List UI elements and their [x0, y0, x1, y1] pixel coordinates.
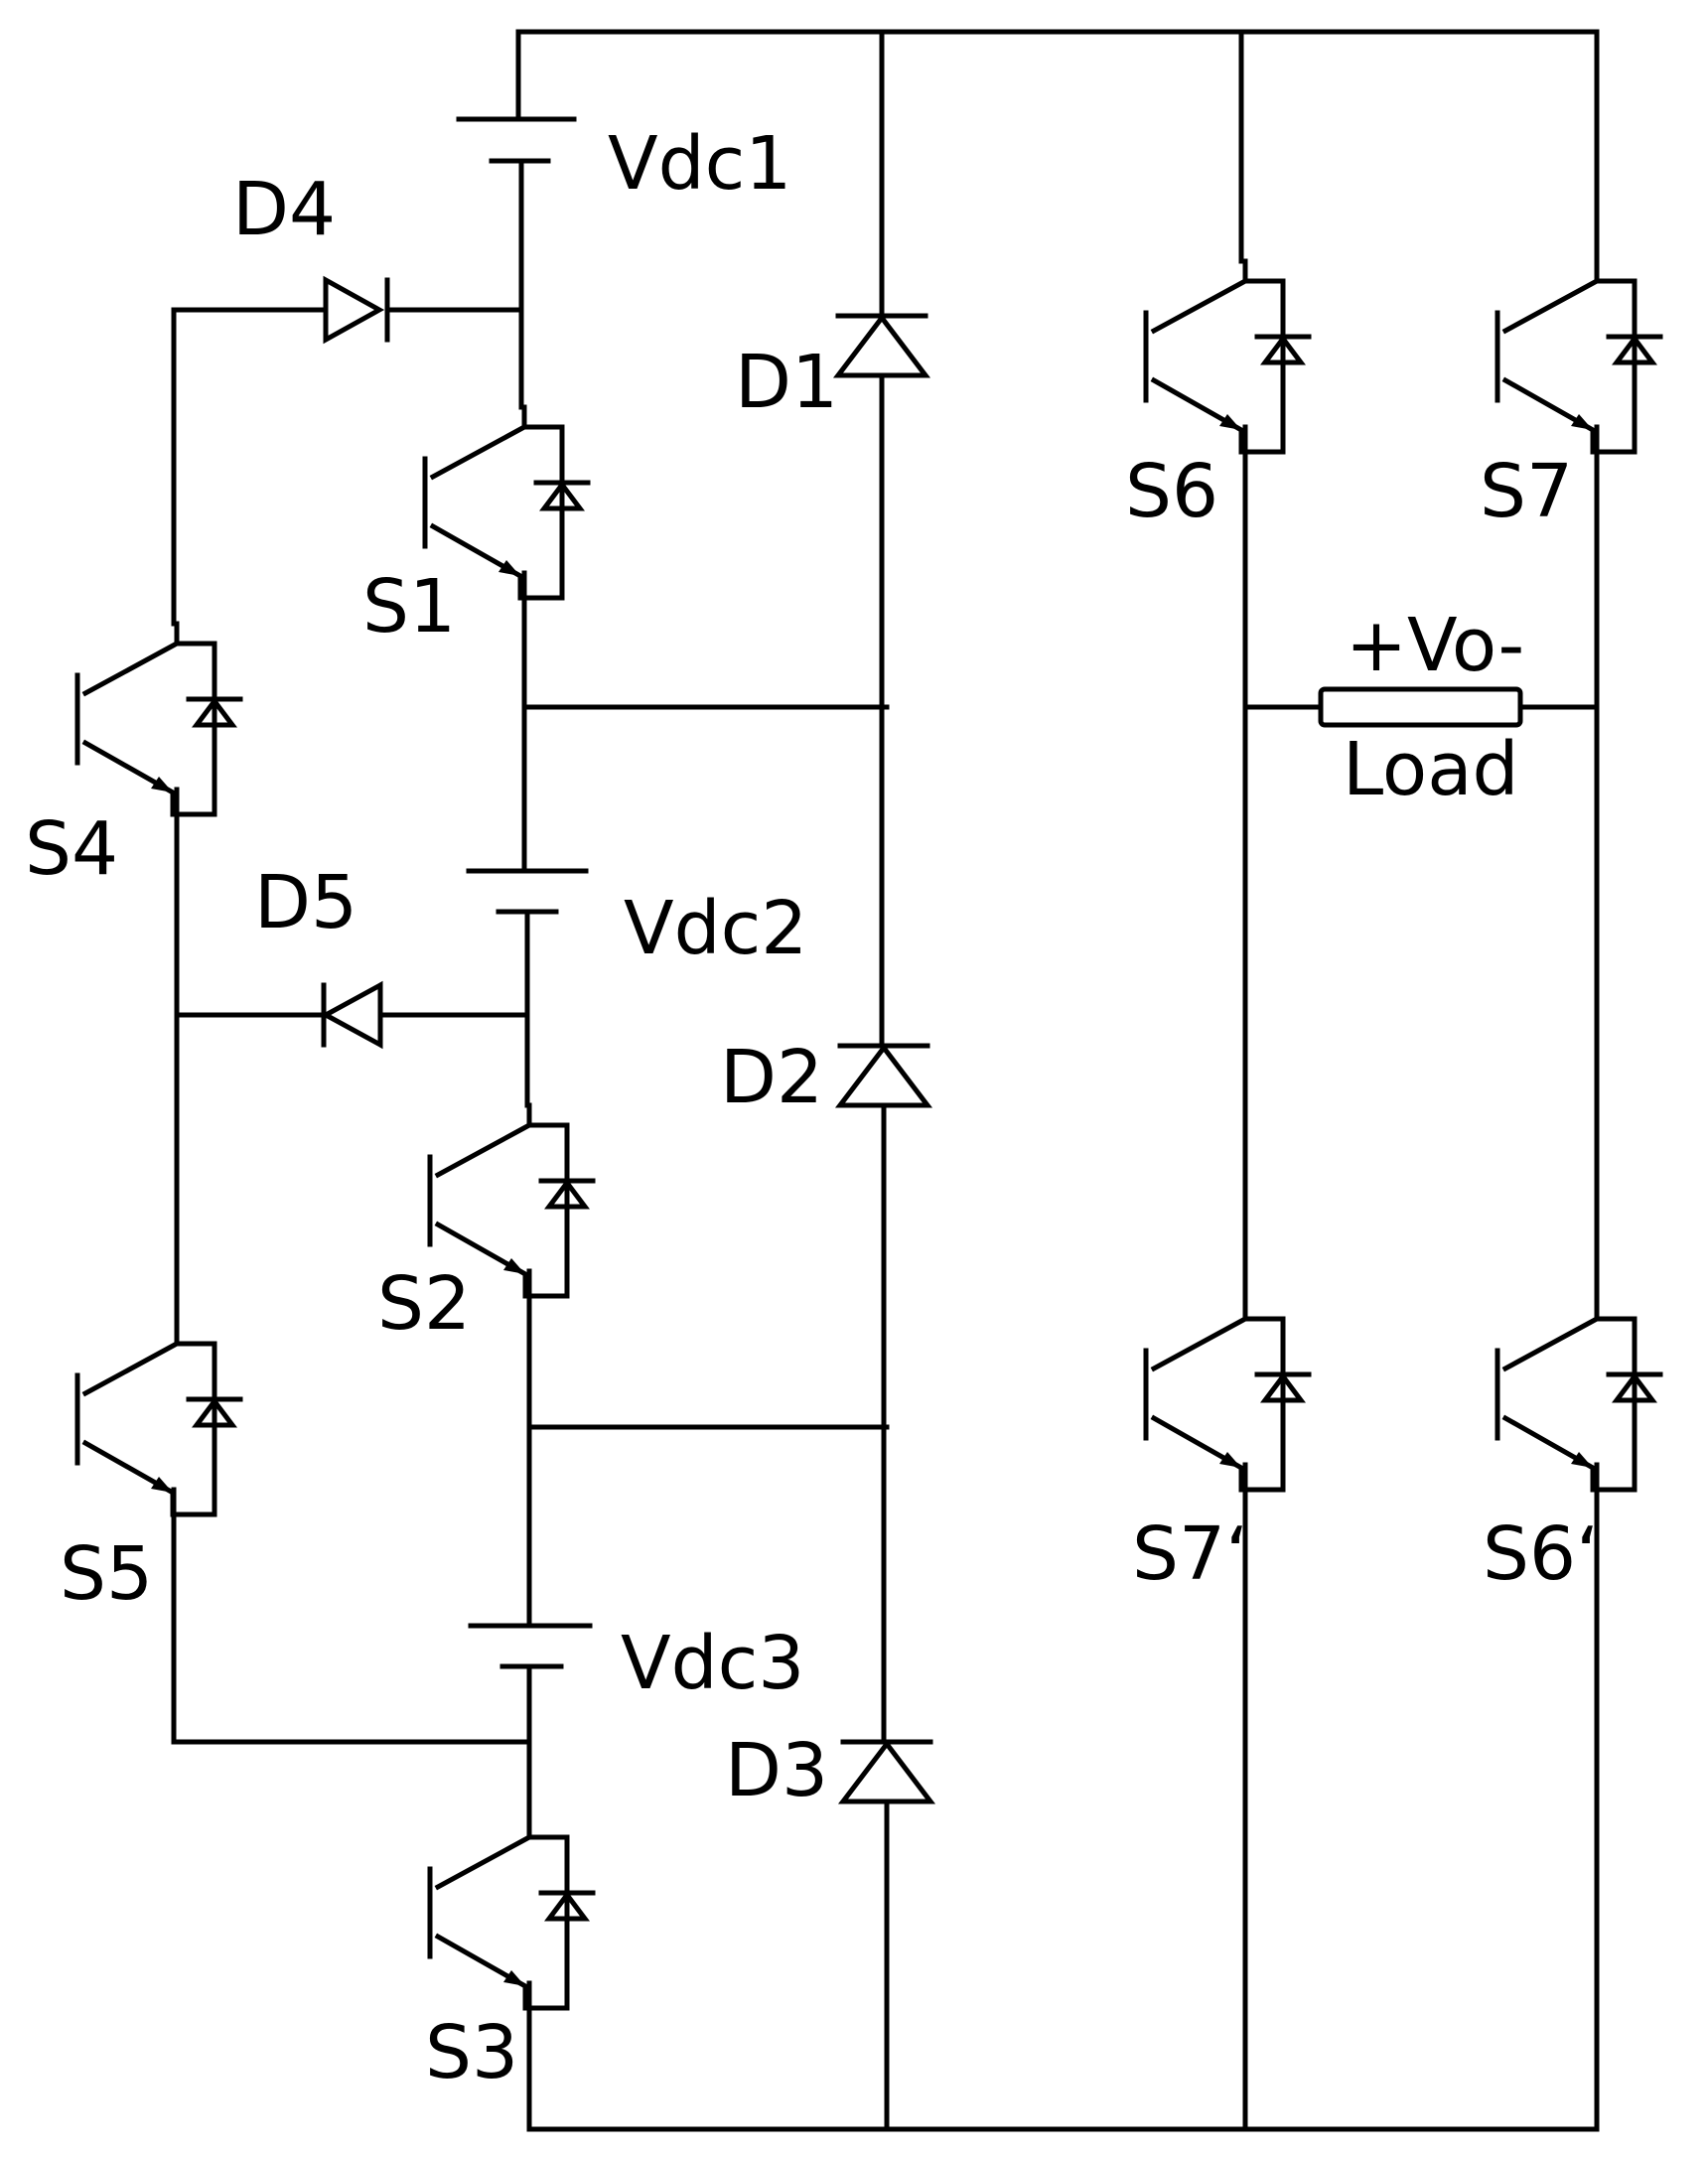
d2-label: D2 [720, 1035, 823, 1120]
d4-diode [323, 275, 390, 345]
s5-to-vdc3-wire [171, 1487, 532, 1745]
s6-label: S6 [1125, 449, 1218, 534]
s6p-label: S6‘ [1483, 1511, 1600, 1597]
s7p-label: S7‘ [1132, 1511, 1249, 1597]
s7-igbt [1497, 261, 1660, 452]
s6p-igbt [1497, 1299, 1660, 1490]
load-label: Load [1343, 727, 1519, 812]
d2-diode [840, 1046, 927, 1105]
diode-column-wire [879, 29, 890, 2132]
vdc2-label: Vdc2 [624, 886, 807, 971]
d5-label: D5 [254, 860, 357, 945]
d4-label: D4 [232, 167, 336, 252]
s3-igbt [430, 1817, 593, 2008]
d3-diode [843, 1742, 930, 1801]
s3-label: S3 [425, 2010, 518, 2095]
s5-igbt [77, 1324, 240, 1514]
s6-igbt [1146, 261, 1309, 452]
vdc1-battery [456, 116, 577, 164]
vdc1-label: Vdc1 [608, 121, 791, 207]
s4-igbt [77, 624, 240, 814]
s6-s7p-leg-wire [1238, 29, 1248, 2132]
s1-label: S1 [362, 564, 456, 649]
s7-label: S7 [1480, 449, 1573, 534]
s7p-igbt [1146, 1299, 1309, 1490]
s5-label: S5 [60, 1531, 153, 1617]
d1-label: D1 [735, 340, 838, 425]
d5-diode [320, 980, 383, 1050]
d1-diode [838, 316, 925, 375]
d3-label: D3 [725, 1728, 828, 1813]
vdc2-battery [466, 868, 589, 915]
vdc3-battery [468, 1623, 593, 1669]
s2-label: S2 [377, 1261, 471, 1347]
load-resistor [1318, 686, 1523, 728]
vdc3-label: Vdc3 [621, 1621, 804, 1706]
load-voltage-label: +Vo- [1346, 603, 1524, 688]
s4-label: S4 [25, 806, 118, 892]
